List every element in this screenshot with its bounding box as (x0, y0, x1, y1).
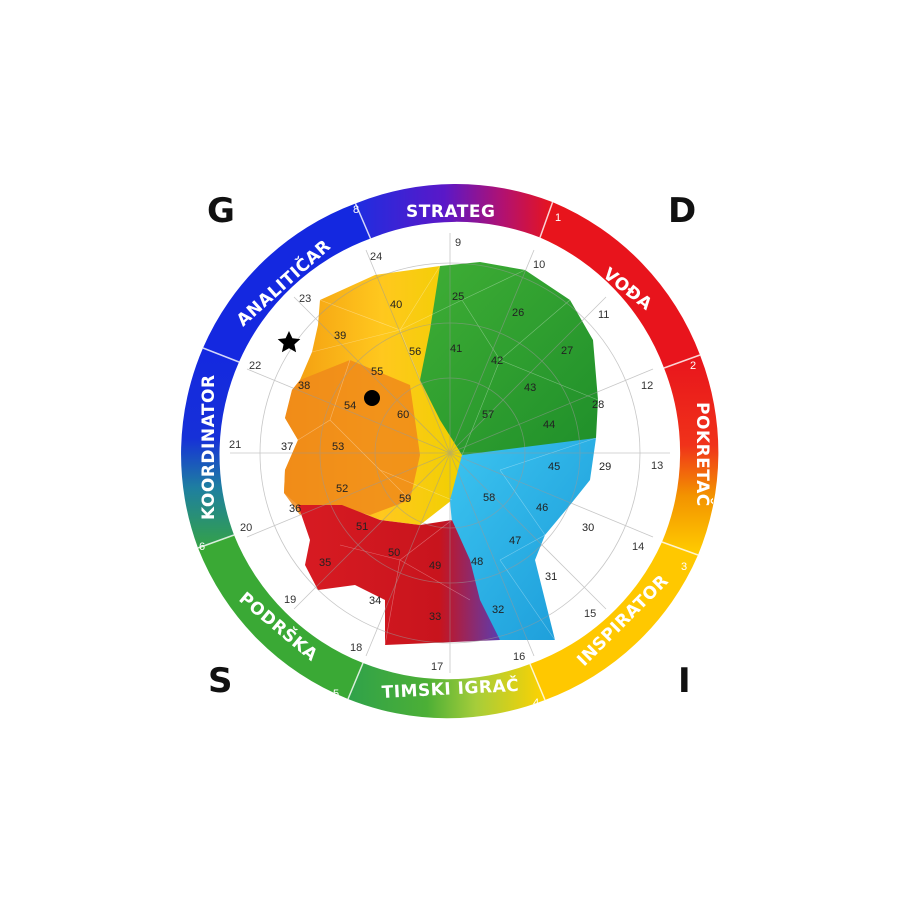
num-58: 58 (483, 492, 495, 504)
num-49: 49 (429, 560, 441, 572)
ring-numbers: 1 2 3 4 5 6 8 (199, 204, 696, 709)
num-15: 15 (584, 608, 596, 620)
ring-num-4: 4 (533, 697, 539, 709)
grid-lines (230, 233, 670, 673)
num-19: 19 (284, 594, 296, 606)
label-strateg: STRATEG (406, 202, 495, 222)
num-16: 16 (513, 651, 525, 663)
num-31: 31 (545, 571, 557, 583)
num-18: 18 (350, 642, 362, 654)
label-pokretac: POKRETAČ (692, 402, 714, 507)
inner-number-ring: 41 42 43 44 45 46 47 48 49 50 51 52 53 5… (332, 343, 560, 572)
num-21: 21 (229, 439, 241, 451)
num-40: 40 (390, 299, 402, 311)
num-27: 27 (561, 345, 573, 357)
corner-s: S (208, 661, 233, 701)
num-41: 41 (450, 343, 462, 355)
dot-marker (364, 390, 380, 406)
num-57: 57 (482, 409, 494, 421)
num-55: 55 (371, 366, 383, 378)
num-35: 35 (319, 557, 331, 569)
num-48: 48 (471, 556, 483, 568)
center-number-ring: 57 58 59 60 (397, 409, 495, 505)
ring-bottom-right (530, 542, 698, 700)
ring-right (662, 355, 719, 555)
label-inspirator: INSPIRATOR (573, 571, 672, 670)
label-koordinator: KOORDINATOR (199, 374, 219, 520)
outer-number-ring: 9 10 11 12 13 14 15 16 17 18 19 20 21 22… (229, 237, 663, 673)
ring-left (181, 348, 239, 548)
num-39: 39 (334, 330, 346, 342)
ring-top-right (540, 202, 700, 368)
ring-bottom-left (198, 535, 363, 699)
head-illustration (284, 262, 599, 646)
num-30: 30 (582, 522, 594, 534)
num-43: 43 (524, 382, 536, 394)
color-ring (181, 184, 719, 719)
num-24: 24 (370, 251, 382, 263)
num-26: 26 (512, 307, 524, 319)
mid-number-ring: 25 26 27 28 29 30 31 32 33 34 35 36 37 3… (281, 291, 611, 623)
num-10: 10 (533, 259, 545, 271)
ring-num-6: 6 (199, 541, 205, 553)
num-13: 13 (651, 460, 663, 472)
num-50: 50 (388, 547, 400, 559)
ring-num-2: 2 (690, 360, 696, 372)
num-59: 59 (399, 493, 411, 505)
num-44: 44 (543, 419, 555, 431)
num-20: 20 (240, 522, 252, 534)
ring-num-8: 8 (353, 204, 359, 216)
num-11: 11 (598, 309, 609, 321)
num-54: 54 (344, 400, 356, 412)
num-42: 42 (491, 355, 503, 367)
num-51: 51 (356, 521, 368, 533)
num-38: 38 (298, 380, 310, 392)
star-icon (277, 331, 301, 353)
ring-bottom (348, 663, 545, 719)
num-12: 12 (641, 380, 653, 392)
ring-top-left (203, 203, 371, 362)
num-29: 29 (599, 461, 611, 473)
ring-num-5: 5 (333, 688, 339, 700)
num-34: 34 (369, 595, 381, 607)
num-37: 37 (281, 441, 293, 453)
ring-num-3: 3 (681, 561, 687, 573)
num-56: 56 (409, 346, 421, 358)
num-9: 9 (455, 237, 461, 249)
corner-i: I (678, 661, 691, 701)
corner-g: G (207, 191, 235, 231)
num-23: 23 (299, 293, 311, 305)
num-17: 17 (431, 661, 443, 673)
num-36: 36 (289, 503, 301, 515)
ring-num-1: 1 (555, 212, 561, 224)
head-green-region (420, 262, 598, 455)
num-25: 25 (452, 291, 464, 303)
head-red-region (298, 505, 500, 645)
num-46: 46 (536, 502, 548, 514)
corner-letters: G D S I (207, 191, 696, 701)
num-47: 47 (509, 535, 521, 547)
num-60: 60 (397, 409, 409, 421)
head-blue-region (450, 438, 596, 640)
corner-d: D (668, 191, 696, 231)
markers (277, 331, 380, 406)
num-22: 22 (249, 360, 261, 372)
num-33: 33 (429, 611, 441, 623)
num-28: 28 (592, 399, 604, 411)
ring-top (355, 184, 553, 239)
num-45: 45 (548, 461, 560, 473)
num-52: 52 (336, 483, 348, 495)
num-53: 53 (332, 441, 344, 453)
num-14: 14 (632, 541, 644, 553)
num-32: 32 (492, 604, 504, 616)
